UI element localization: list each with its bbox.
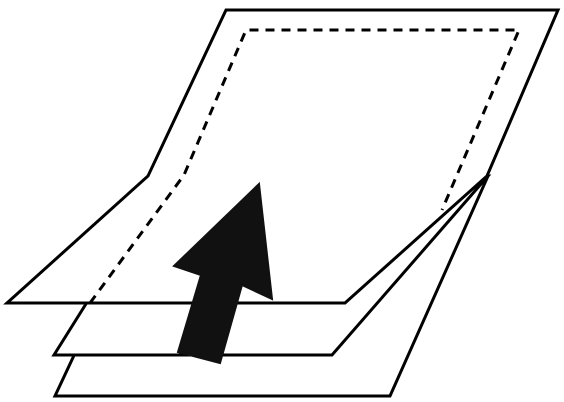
top-sheet bbox=[7, 10, 558, 303]
